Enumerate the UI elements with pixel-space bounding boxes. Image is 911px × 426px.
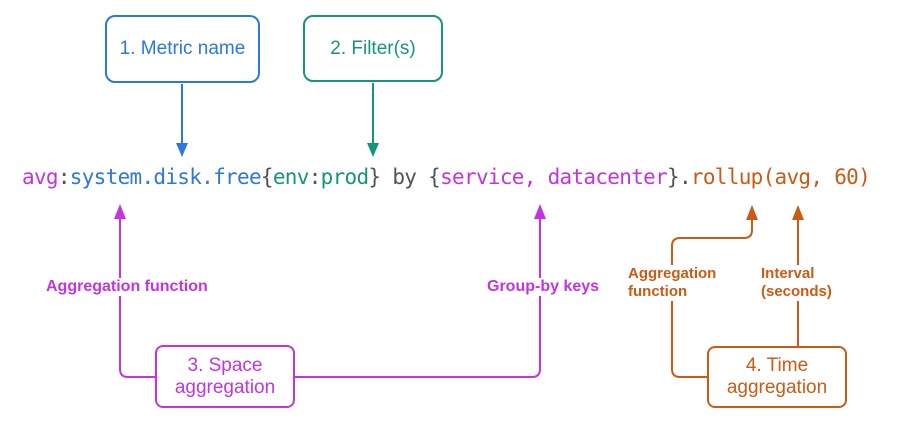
query-seg-space-aggregator: avg — [22, 165, 59, 189]
metric-name-arrow — [176, 84, 188, 157]
metric-name-callout-label: 1. Metric name — [119, 38, 246, 59]
filters-callout-label: 2. Filter(s) — [330, 37, 416, 59]
space-aggregation-label-line1: 3. Space — [187, 354, 263, 376]
interval-annotation-line1: Interval — [761, 265, 815, 282]
metric-name-callout-box: 1. Metric name — [105, 15, 260, 83]
query-seg-filter-key: env — [272, 165, 310, 189]
time-agg-function-annotation: Aggregation function — [626, 265, 719, 301]
space-aggregation-callout-box: 3. Space aggregation — [155, 345, 295, 408]
time-aggregation-label-line2: aggregation — [726, 377, 828, 398]
space-agg-function-annotation: Aggregation function — [44, 278, 210, 296]
query-seg-groupby-close: }. — [667, 165, 692, 189]
query-seg-filter-value: prod — [320, 165, 369, 189]
interval-annotation: Interval (seconds) — [759, 265, 834, 301]
space-agg-function-arrow — [114, 204, 155, 378]
metric-query-text: avg:system.disk.free{env:prod} by {servi… — [22, 163, 871, 191]
query-seg-groupby-keys: service, datacenter — [440, 165, 668, 189]
query-seg-groupby-open: { — [428, 165, 441, 189]
query-seg-metric-name: system.disk.free — [69, 165, 262, 189]
time-agg-function-arrow — [671, 205, 758, 378]
filter-arrow — [367, 83, 379, 157]
query-seg-close-brace: } — [368, 165, 381, 189]
query-seg-filter-colon: : — [308, 165, 322, 189]
time-aggregation-label-line1: 4. Time — [745, 355, 809, 376]
time-agg-function-annotation-line1: Aggregation — [628, 265, 717, 282]
interval-annotation-line2: (seconds) — [761, 283, 832, 300]
filters-callout-box: 2. Filter(s) — [303, 15, 443, 82]
space-aggregation-label-line2: aggregation — [174, 376, 276, 398]
query-seg-open-brace: { — [260, 165, 274, 189]
time-agg-function-annotation-line2: function — [628, 283, 688, 300]
time-aggregation-callout-box: 4. Time aggregation — [707, 346, 847, 408]
query-seg-rollup: rollup(avg, 60) — [690, 165, 871, 189]
group-by-keys-annotation: Group-by keys — [485, 278, 602, 296]
group-by-keys-arrow — [295, 204, 546, 378]
query-seg-by-keyword: by — [380, 165, 429, 189]
query-seg-colon: : — [57, 165, 71, 189]
